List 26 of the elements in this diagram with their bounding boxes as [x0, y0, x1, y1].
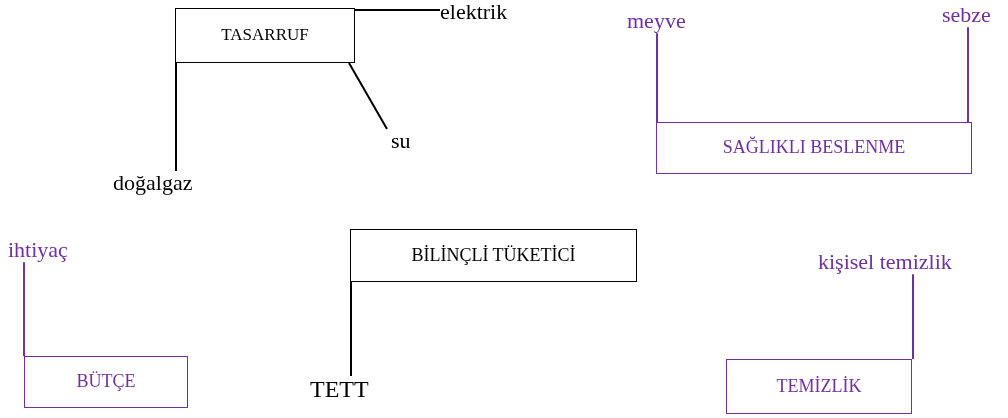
connector-line	[656, 32, 658, 123]
connector-line	[348, 62, 388, 130]
concept-label: ihtiyaç	[8, 238, 68, 263]
connector-line	[967, 26, 969, 123]
box-label: BÜTÇE	[76, 372, 136, 392]
connector-line	[23, 261, 25, 357]
connector-line	[912, 273, 914, 360]
concept-label: doğalgaz	[113, 171, 193, 196]
concept-label: su	[391, 129, 411, 154]
concept-label: sebze	[942, 3, 991, 28]
concept-box	[726, 359, 912, 414]
box-label: SAĞLIKLI BESLENME	[722, 138, 906, 158]
concept-box	[350, 229, 637, 282]
concept-box	[175, 8, 355, 63]
concept-label: TETT	[310, 376, 369, 403]
concept-label: elektrik	[440, 0, 508, 25]
concept-box	[656, 122, 972, 174]
connector-line	[354, 9, 441, 11]
concept-label: kişisel temizlik	[818, 250, 952, 275]
box-label: TASARRUF	[221, 26, 309, 45]
connector-line	[175, 62, 177, 172]
connector-line	[350, 281, 352, 377]
concept-box	[24, 356, 188, 408]
concept-label: meyve	[627, 9, 686, 34]
box-label: BİLİNÇLİ TÜKETİCİ	[411, 245, 576, 266]
box-label: TEMİZLİK	[776, 376, 862, 397]
